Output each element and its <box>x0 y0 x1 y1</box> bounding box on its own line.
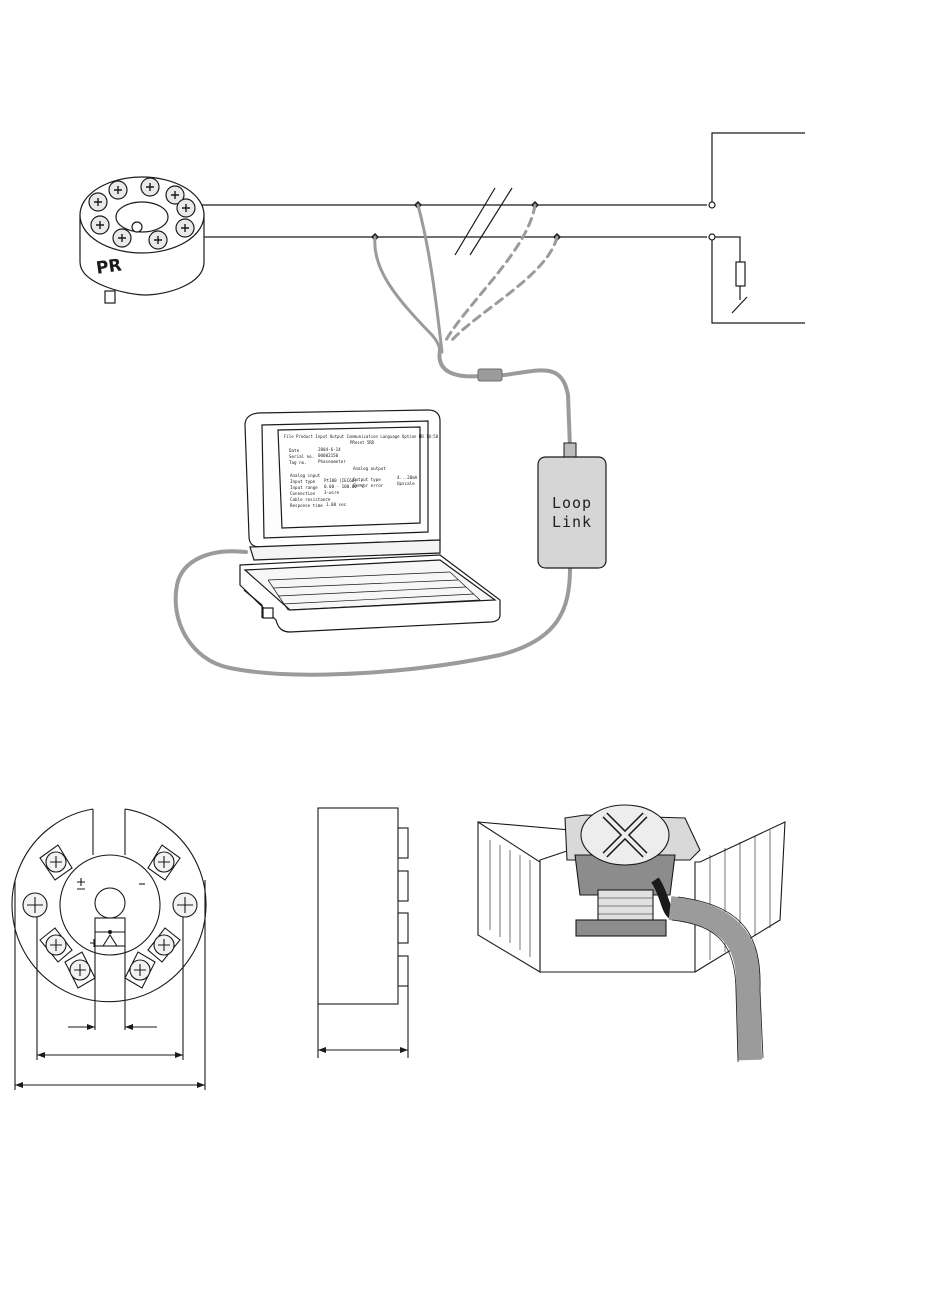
loop-link-device <box>537 456 607 569</box>
loop-wiring <box>195 132 805 324</box>
screen-input-value: 3-wire <box>324 490 340 495</box>
hart-clip-leads <box>373 203 559 354</box>
front-view-drawing <box>11 808 207 1090</box>
screen-row-value: Phaseometer <box>318 459 346 464</box>
laptop-screen: File Product Input Output Communication … <box>284 434 439 508</box>
screen-input-value: Pt100 (IEC60) <box>324 478 357 483</box>
screen-output-label: Sensor error <box>353 483 384 488</box>
screen-output-value: 4...20mA <box>397 475 418 480</box>
loop-link-label-line1: Loop <box>552 494 592 512</box>
brand-logo: PR <box>95 255 123 278</box>
terminal-screws <box>22 844 198 989</box>
screen-input-label: Response time <box>290 503 323 508</box>
screen-input-label: Cable resistance <box>290 497 331 502</box>
screen-analog-output-heading: Analog output <box>353 466 386 471</box>
terminal-detail <box>477 804 786 973</box>
screen-output-label: Output type <box>353 477 381 482</box>
screen-title: PReset 5RD <box>350 440 375 445</box>
screen-menu-bar: File Product Input Output Communication … <box>284 434 439 439</box>
loop-link-label-line2: Link <box>552 513 592 531</box>
cable-ferrite <box>477 368 503 382</box>
screen-input-label: Input type <box>290 479 316 484</box>
loop-link-cable <box>173 348 572 677</box>
screen-row-value: 00002150 <box>318 453 339 458</box>
cable-insulation <box>668 896 762 1061</box>
cable-outline <box>671 896 764 1063</box>
screen-row-value: 2004-6-14 <box>318 447 341 452</box>
screen-input-label: Input range <box>290 485 318 490</box>
screen-row-label: Date <box>289 448 300 453</box>
transmitter-unit <box>79 176 205 304</box>
junction-dots <box>371 201 561 241</box>
side-view-drawing <box>317 807 409 1058</box>
dimension-arrows <box>15 1024 408 1088</box>
screen-input-label: Connection <box>290 491 316 496</box>
screen-input-value: 1.00 sec <box>326 502 347 507</box>
screen-input-value: — <box>326 496 329 501</box>
laptop-computer <box>239 409 501 633</box>
screen-analog-input-heading: Analog input <box>290 473 321 478</box>
screen-row-label: Tag no. <box>289 460 307 465</box>
screen-input-value: 0.00 - 100.00 °C <box>324 484 365 489</box>
screen-row-label: Serial no. <box>289 454 314 459</box>
screen-output-value: Upscale <box>397 481 415 486</box>
